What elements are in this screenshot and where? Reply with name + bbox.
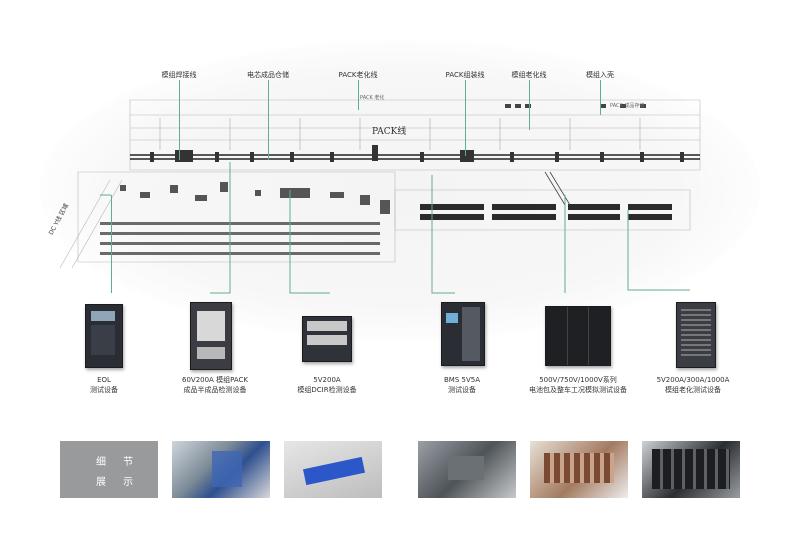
callout-module-welding: 模组焊接线	[161, 71, 197, 79]
callout-module-aging: 模组老化线	[511, 71, 547, 79]
leader-line	[358, 80, 359, 110]
detail-display-box: 细 节 展 示	[60, 441, 158, 498]
detail-photo-3	[418, 441, 516, 498]
detail-photo-1	[172, 441, 270, 498]
detail-photo-2	[284, 441, 382, 498]
equipment-label-pack: 60V200A 模组PACK 成品半成品检测设备	[182, 376, 248, 394]
equipment-label-module-aging: 5V200A/300A/1000A 模组老化测试设备	[656, 376, 730, 394]
leader-line	[179, 80, 180, 160]
pack-tester-cabinet	[190, 302, 232, 370]
detail-title-line2: 展 示	[96, 477, 141, 488]
leader-line	[600, 80, 601, 115]
pack-aging-label: PACK 老化	[360, 95, 385, 101]
equipment-label-eol: EOL 测试设备	[90, 376, 118, 394]
detail-photo-4	[530, 441, 628, 498]
pack-storage-label: PACK 成品存储	[610, 103, 645, 109]
callout-module-casing: 模组入壳	[586, 71, 614, 79]
equipment-label-bms: BMS 5V5A 测试设备	[444, 376, 480, 394]
leader-line	[529, 80, 530, 130]
pack-line-label: PACK线	[372, 127, 407, 137]
equipment-label-vehicle-sim: 500V/750V/1000V系列 电池包及整车工况模拟测试设备	[529, 376, 627, 394]
leader-line	[111, 195, 112, 293]
callout-pack-aging: PACK老化线	[338, 71, 378, 79]
eol-tester-cabinet	[85, 304, 123, 368]
bms-tester-cabinet	[441, 302, 485, 366]
callout-cell-storage: 电芯成品仓储	[247, 71, 289, 79]
detail-title-line1: 细 节	[96, 457, 141, 468]
detail-photo-5	[642, 441, 740, 498]
dcir-tester-rack	[302, 316, 352, 362]
callout-pack-assembly: PACK组装线	[445, 71, 485, 79]
module-aging-tester-cabinet	[676, 302, 716, 368]
leader-line	[268, 80, 269, 160]
vehicle-sim-tester-cabinets	[545, 306, 611, 366]
equipment-label-dcir: 5V200A 模组DCIR检测设备	[297, 376, 357, 394]
leader-line	[465, 80, 466, 156]
